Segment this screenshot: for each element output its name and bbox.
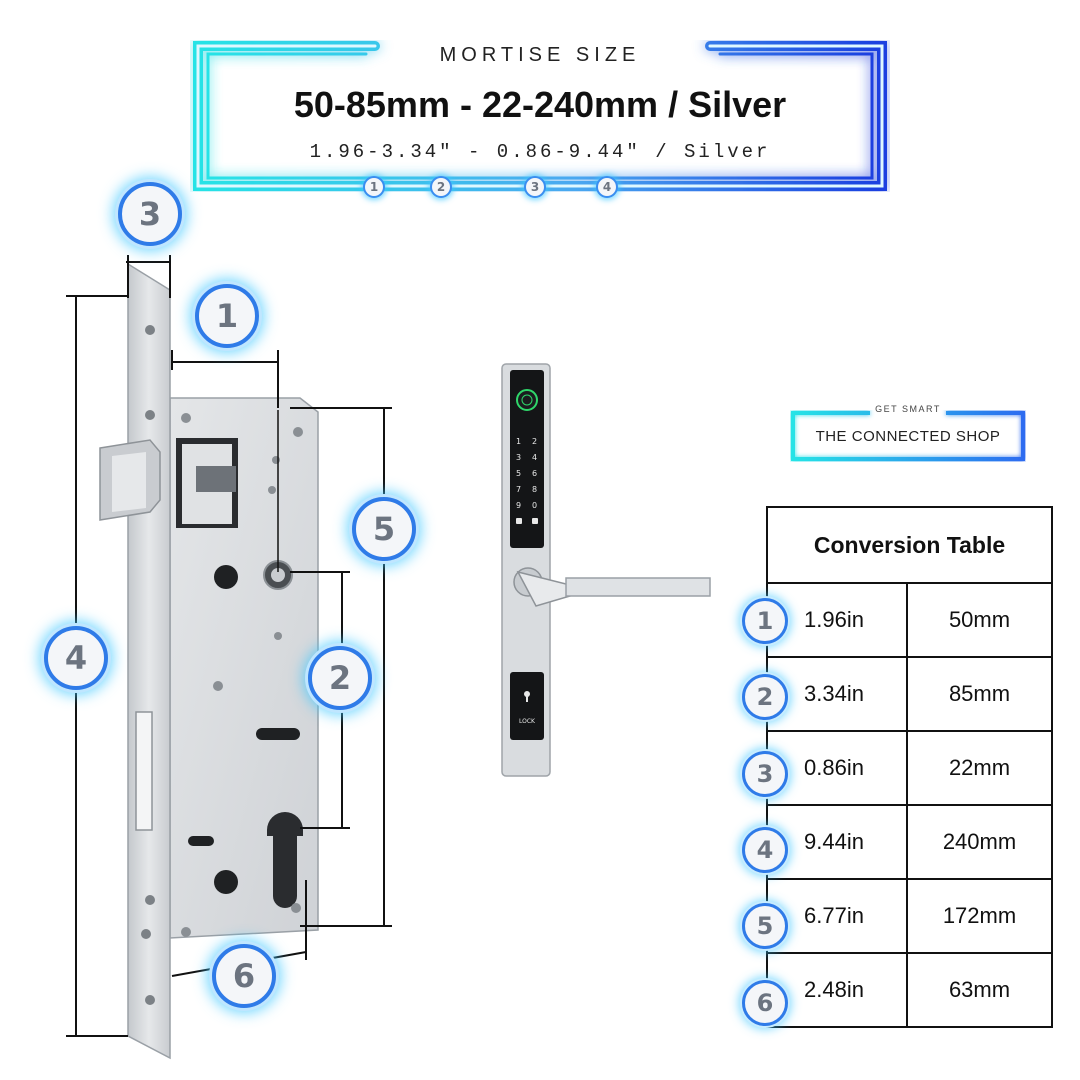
keypad-key-2: 2 <box>532 437 537 446</box>
keypad-key-1: 1 <box>516 437 521 446</box>
table-cell-inch: 1.96in <box>766 582 908 658</box>
table-cell-mm: 50mm <box>906 582 1053 658</box>
table-row-badge-2: 2 <box>742 674 788 720</box>
table-title: Conversion Table <box>766 506 1053 584</box>
table-cell-inch: 3.34in <box>766 656 908 732</box>
header-step-badge-4: 4 <box>596 176 618 198</box>
table-cell-inch: 0.86in <box>766 730 908 806</box>
table-row: 9.44in 240mm <box>766 804 1053 880</box>
dimension-badge-1: 1 <box>195 284 259 348</box>
table-row-badge-5: 5 <box>742 903 788 949</box>
logo-tagline: GET SMART <box>875 404 941 414</box>
table-row-badge-3: 3 <box>742 751 788 797</box>
header-step-badge-1: 1 <box>363 176 385 198</box>
table-row: 1.96in 50mm <box>766 582 1053 658</box>
table-row-badge-1: 1 <box>742 598 788 644</box>
dimension-badge-3: 3 <box>118 182 182 246</box>
dimension-badge-2: 2 <box>308 646 372 710</box>
conversion-table: Conversion Table 1.96in 50mm 3.34in 85mm… <box>766 506 1053 1028</box>
header-step-badge-3: 3 <box>524 176 546 198</box>
dimension-badge-4: 4 <box>44 626 108 690</box>
lock-faceplate <box>99 262 171 1060</box>
table-row: 0.86in 22mm <box>766 730 1053 806</box>
table-cell-inch: 2.48in <box>766 952 908 1028</box>
keypad-key-6: 6 <box>532 469 537 478</box>
header-eyebrow: MORTISE SIZE <box>439 44 641 66</box>
dimension-badge-6: 6 <box>212 944 276 1008</box>
keypad-key-0: 0 <box>532 501 537 510</box>
keypad-key-4: 4 <box>532 453 537 462</box>
dimension-badge-5: 5 <box>352 497 416 561</box>
table-row: 6.77in 172mm <box>766 878 1053 954</box>
table-row-badge-6: 6 <box>742 980 788 1026</box>
connected-shop-logo-frame <box>791 411 1025 461</box>
table-cell-mm: 22mm <box>906 730 1053 806</box>
table-cell-inch: 6.77in <box>766 878 908 954</box>
keypad-key-9: 9 <box>516 501 521 510</box>
table-header-row: Conversion Table <box>766 506 1053 584</box>
table-cell-inch: 9.44in <box>766 804 908 880</box>
table-cell-mm: 63mm <box>906 952 1053 1028</box>
lock-case <box>169 397 319 939</box>
header-subtitle: 1.96-3.34" - 0.86-9.44" / Silver <box>309 141 771 163</box>
keypad-key-3: 3 <box>516 453 521 462</box>
lock-button-label: LOCK <box>519 718 536 725</box>
smart-lock-product-image: 1 2 3 4 5 6 7 8 9 0 LOCK <box>501 363 711 777</box>
keypad-key-7: 7 <box>516 485 521 494</box>
table-row: 3.34in 85mm <box>766 656 1053 732</box>
table-cell-mm: 85mm <box>906 656 1053 732</box>
logo-name: THE CONNECTED SHOP <box>815 428 1001 445</box>
table-row: 2.48in 63mm <box>766 952 1053 1028</box>
table-row-badge-4: 4 <box>742 827 788 873</box>
header-step-badge-2: 2 <box>430 176 452 198</box>
keypad-key-5: 5 <box>516 469 521 478</box>
table-cell-mm: 240mm <box>906 804 1053 880</box>
table-cell-mm: 172mm <box>906 878 1053 954</box>
header-title: 50-85mm - 22-240mm / Silver <box>293 84 787 125</box>
keypad-key-8: 8 <box>532 485 537 494</box>
